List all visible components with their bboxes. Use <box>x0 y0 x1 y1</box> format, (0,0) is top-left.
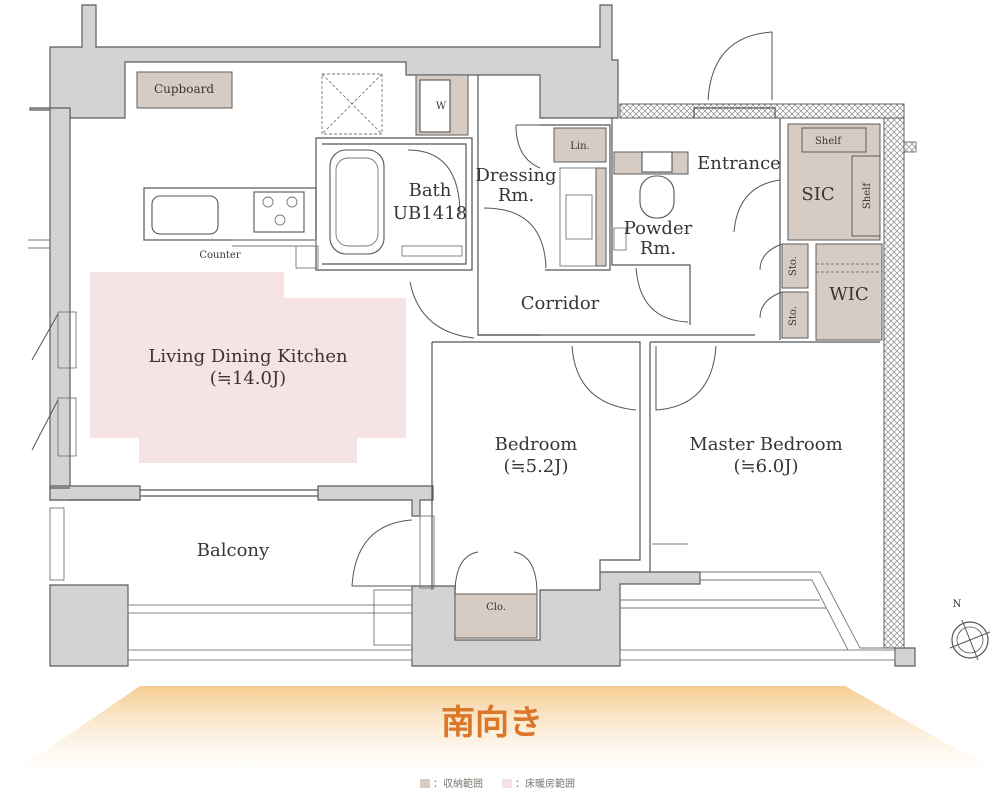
sink-icon <box>151 195 219 235</box>
stove-icon <box>253 191 305 233</box>
legend-heating-label: ：床暖房範囲 <box>515 777 575 790</box>
left-windows <box>28 239 77 581</box>
cupboard <box>136 71 233 109</box>
bath-label: Bath <box>409 180 452 201</box>
bedroom-size-label: (≒5.2J) <box>504 456 569 477</box>
south-orientation-band <box>20 686 990 768</box>
interior-walls <box>50 75 880 590</box>
sic-label: SIC <box>801 184 834 205</box>
bath-model-label: UB1418 <box>393 203 467 224</box>
floor-heating-area <box>90 272 406 463</box>
closet-label: Clo. <box>486 602 506 613</box>
compass-icon <box>949 619 991 661</box>
toilet-tank-icon <box>641 151 673 173</box>
linen-closet <box>553 127 607 163</box>
ldk-label: Living Dining Kitchen <box>148 346 348 367</box>
exterior-walls <box>29 4 917 667</box>
balcony-label: Balcony <box>197 540 270 561</box>
entrance-label: Entrance <box>697 153 781 174</box>
master-bedroom-label: Master Bedroom <box>689 434 842 455</box>
legend-storage-swatch <box>420 779 430 788</box>
fridge-space <box>321 73 383 135</box>
south-orientation-label: 南向き <box>441 703 543 743</box>
dressing-label-1: Dressing <box>475 165 556 186</box>
sto-lower-label: Sto. <box>788 306 799 326</box>
kitchen-counter <box>143 187 319 269</box>
compass-north-label: N <box>953 599 962 610</box>
powder-label-1: Powder <box>624 218 693 239</box>
linen-label: Lin. <box>570 141 589 152</box>
powder-label-2: Rm. <box>640 238 676 259</box>
bedroom-label: Bedroom <box>495 434 578 455</box>
cupboard-label: Cupboard <box>154 82 214 96</box>
storage-upper <box>781 243 809 289</box>
closet <box>454 593 538 639</box>
washer-icon <box>419 79 451 133</box>
ldk-size-label: (≒14.0J) <box>210 368 286 389</box>
sto-upper-label: Sto. <box>788 256 799 276</box>
counter-label: Counter <box>199 250 240 261</box>
shelf-top-label: Shelf <box>815 136 842 147</box>
balcony-railing <box>127 571 896 661</box>
legend-heating-swatch <box>502 779 512 788</box>
bathtub-icon <box>329 149 385 255</box>
dressing-label-2: Rm. <box>498 185 534 206</box>
storage-lower <box>781 291 809 339</box>
legend-storage-label: ：収納範囲 <box>433 777 483 790</box>
shelf-side-label: Shelf <box>862 182 873 209</box>
corridor-label: Corridor <box>521 293 600 314</box>
master-bedroom-size-label: (≒6.0J) <box>734 456 799 477</box>
washer-label: W <box>436 101 447 112</box>
walk-in-closet <box>815 243 883 341</box>
wic-label: WIC <box>829 284 868 305</box>
toilet-icon <box>639 175 675 219</box>
